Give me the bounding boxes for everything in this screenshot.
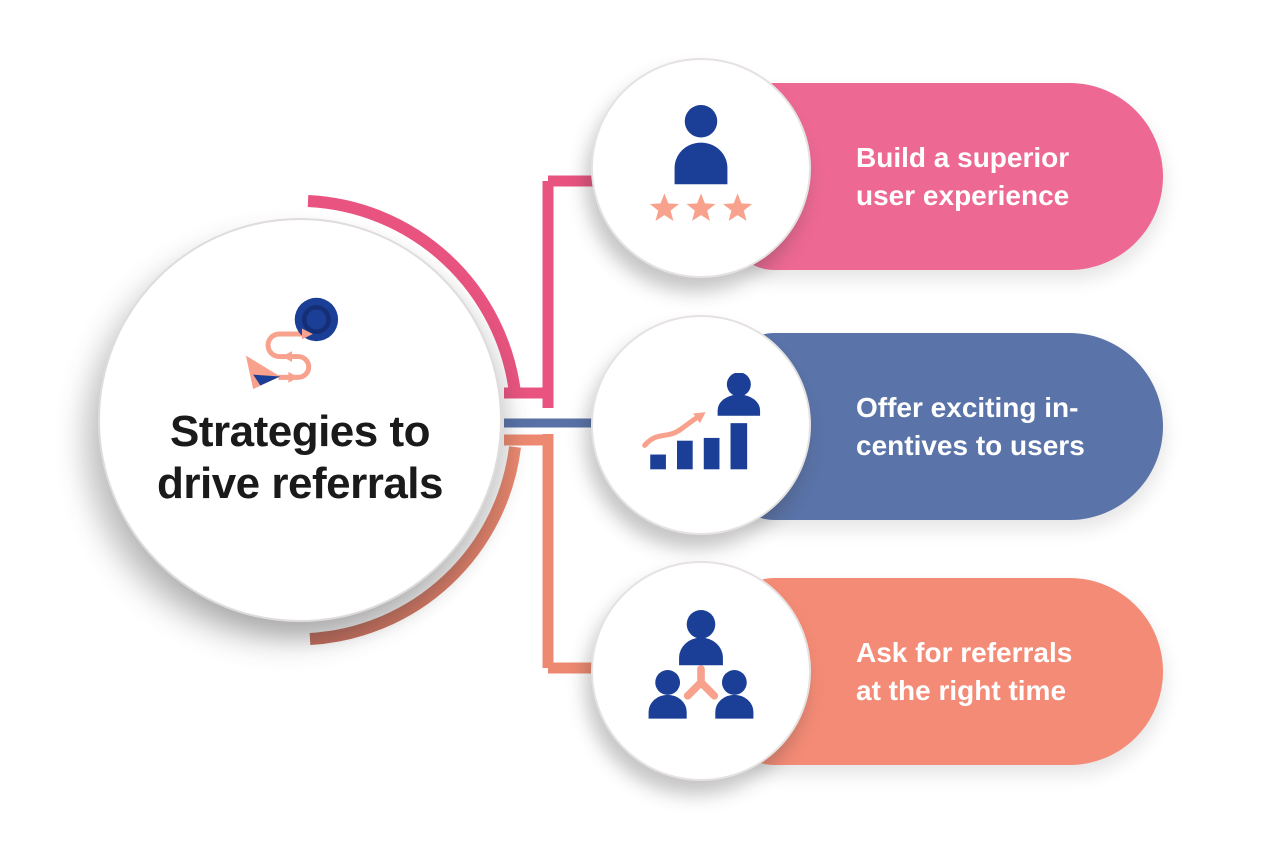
team-network-icon (648, 610, 754, 719)
hub-title-line-1: Strategies to (169, 407, 431, 456)
hub-arc-salmon (309, 446, 521, 645)
hub-title: Strategies to drive referrals (156, 406, 444, 510)
hub-circle: Strategies to drive referrals (98, 218, 502, 622)
branch-label-line: Ask for referrals (856, 636, 1073, 668)
branch-pill-superior-ux: Build a superior user experience (730, 83, 1163, 270)
hub-title-line-2: drive referrals (156, 459, 444, 508)
hub-arc-pink (307, 195, 521, 394)
growth-chart-person-icon (642, 373, 761, 470)
branch-circle-superior-ux (591, 58, 811, 278)
branch-label-line: user experience (856, 179, 1070, 211)
winding-path-to-target-icon (245, 297, 339, 390)
user-rating-stars-icon (649, 104, 753, 221)
branch-circle-right-time (591, 561, 811, 781)
branch-label-line: at the right time (856, 674, 1067, 706)
branch-label-line: Offer exciting in- (856, 391, 1079, 423)
branch-label-line: Build a superior (856, 141, 1070, 173)
branch-label-line: centives to users (856, 429, 1085, 461)
branch-circle-incentives (591, 315, 811, 535)
